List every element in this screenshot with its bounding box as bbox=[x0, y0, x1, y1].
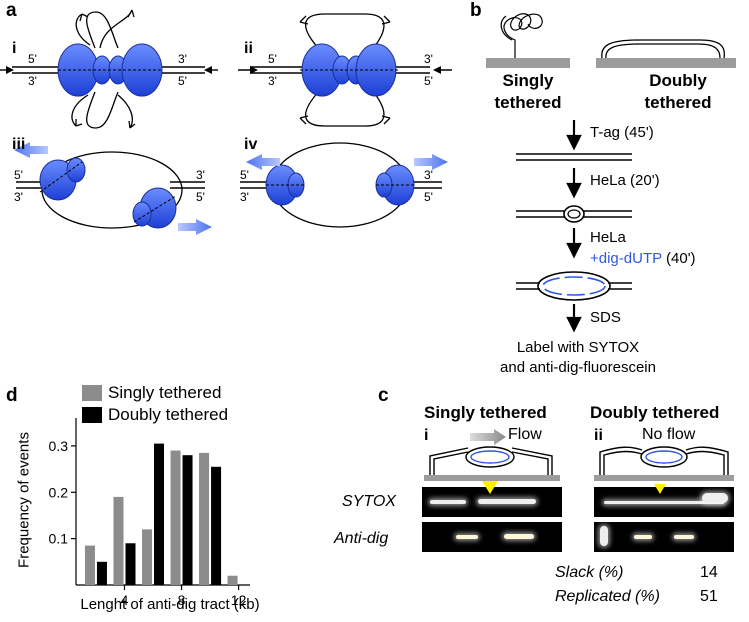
y-tick-label: 0.1 bbox=[49, 531, 69, 547]
bar bbox=[211, 466, 222, 585]
sub-label-c-ii: ii bbox=[594, 427, 603, 444]
sytox-row-label: SYTOX bbox=[342, 493, 396, 510]
anti-dig-row-label: Anti-dig bbox=[334, 530, 389, 547]
flow-label: Flow bbox=[508, 426, 542, 443]
y-tick-label: 0.2 bbox=[49, 484, 69, 500]
step-hela: HeLa (20') bbox=[590, 172, 660, 189]
gel-band bbox=[604, 501, 724, 504]
bar bbox=[170, 450, 181, 585]
end-label: 3' bbox=[196, 168, 205, 182]
legend-label: Doubly tethered bbox=[108, 405, 229, 424]
gel-band bbox=[430, 500, 466, 504]
end-label: 3' bbox=[240, 190, 249, 204]
yellow-marker-icon bbox=[482, 481, 498, 494]
sub-label-iv: iv bbox=[244, 136, 258, 153]
diagram-a-iii bbox=[14, 142, 212, 235]
replicated-value: 51 bbox=[700, 588, 718, 605]
replicated-label: Replicated (%) bbox=[555, 588, 660, 605]
bar bbox=[154, 443, 165, 585]
end-label: 3' bbox=[14, 190, 23, 204]
gel-band bbox=[478, 499, 536, 504]
x-axis-label: Lenght of anti-dig tract (kb) bbox=[80, 596, 260, 613]
end-label: 5' bbox=[424, 74, 433, 88]
bar bbox=[199, 452, 210, 585]
gel-band bbox=[702, 493, 728, 503]
chart-legend: Singly tethered Doubly tethered bbox=[82, 382, 228, 426]
end-label: 5' bbox=[196, 190, 205, 204]
dig-dutp-text: +dig-dUTP bbox=[590, 250, 662, 267]
sub-label-ii: ii bbox=[244, 40, 253, 57]
gel-band bbox=[456, 535, 478, 539]
step-dig-dutp: +dig-dUTP (40') bbox=[590, 250, 696, 267]
panel-label-d: d bbox=[6, 385, 18, 406]
slack-label: Slack (%) bbox=[555, 564, 624, 581]
step-hela-dig: HeLa bbox=[590, 229, 626, 246]
bar bbox=[125, 543, 136, 585]
gel-band bbox=[504, 534, 534, 539]
slack-value: 14 bbox=[700, 564, 718, 581]
end-label: 5' bbox=[424, 190, 433, 204]
sytox-image-singly bbox=[422, 487, 562, 517]
legend-swatch bbox=[82, 385, 102, 401]
y-tick-label: 0.3 bbox=[49, 438, 69, 454]
bar bbox=[96, 561, 107, 585]
diagram-a-ii bbox=[238, 13, 452, 127]
gel-band bbox=[600, 526, 608, 546]
diagram-a-i bbox=[0, 9, 218, 129]
end-label: 3' bbox=[28, 74, 37, 88]
step-sds: SDS bbox=[590, 309, 621, 326]
panel-label-b: b bbox=[470, 0, 482, 21]
end-label: 3' bbox=[424, 168, 433, 182]
dig-time-text: (40') bbox=[666, 250, 696, 267]
gel-band bbox=[634, 535, 652, 539]
bar bbox=[182, 455, 193, 585]
end-label: 5' bbox=[28, 52, 37, 66]
end-label: 3' bbox=[424, 52, 433, 66]
end-label: 5' bbox=[240, 168, 249, 182]
bar bbox=[84, 545, 95, 585]
no-flow-label: No flow bbox=[642, 426, 696, 443]
yellow-marker-icon bbox=[654, 484, 666, 494]
end-label: 5' bbox=[268, 52, 277, 66]
sub-label-c-i: i bbox=[424, 427, 429, 444]
end-label: 5' bbox=[178, 74, 187, 88]
x-tick-label: 4 bbox=[121, 592, 129, 608]
legend-swatch bbox=[82, 407, 102, 423]
panel-label-a: a bbox=[6, 0, 17, 21]
bar bbox=[113, 496, 124, 585]
doubly-tethered-title: Doubly tethered bbox=[590, 403, 720, 422]
x-tick-label: 12 bbox=[231, 592, 247, 608]
sytox-image-doubly bbox=[594, 487, 734, 517]
legend-item-doubly: Doubly tethered bbox=[82, 404, 228, 426]
panel-label-c: c bbox=[378, 385, 389, 406]
end-label: 3' bbox=[268, 74, 277, 88]
x-tick-label: 8 bbox=[178, 592, 186, 608]
sub-label-i: i bbox=[12, 40, 17, 57]
bar bbox=[142, 529, 153, 585]
anti-dig-image-doubly bbox=[594, 522, 734, 552]
legend-label: Singly tethered bbox=[108, 383, 222, 402]
legend-item-singly: Singly tethered bbox=[82, 382, 228, 404]
sub-label-iii: iii bbox=[12, 136, 26, 153]
step-tag: T-ag (45') bbox=[590, 124, 654, 141]
anti-dig-image-singly bbox=[422, 522, 562, 552]
gel-band bbox=[674, 535, 694, 539]
end-label: 5' bbox=[14, 168, 23, 182]
bar bbox=[227, 575, 238, 585]
diagram-a-iv bbox=[240, 142, 448, 228]
end-label: 3' bbox=[178, 52, 187, 66]
singly-tethered-title: Singly tethered bbox=[424, 403, 547, 422]
